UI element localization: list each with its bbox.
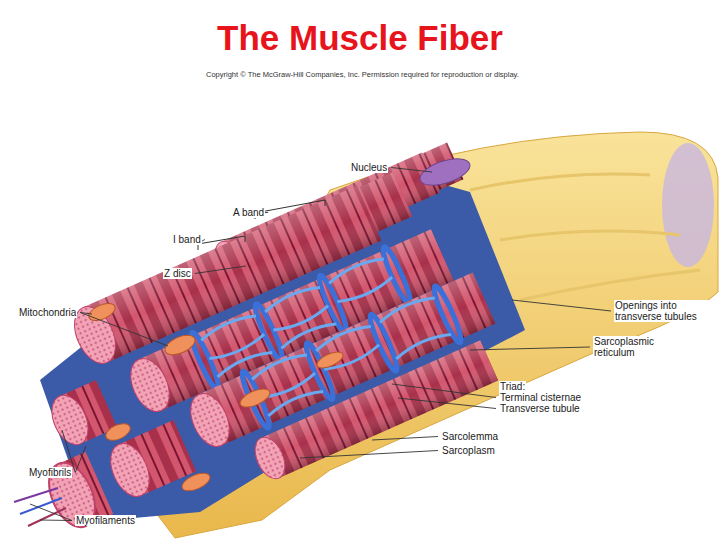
leader-line	[300, 451, 438, 459]
title: The Muscle Fiber	[0, 18, 720, 58]
copyright-note: Copyright © The McGraw-Hill Companies, I…	[205, 70, 520, 79]
part-label: Triad:	[499, 381, 526, 392]
leader-line	[392, 384, 496, 398]
leader-line	[391, 168, 432, 173]
part-label: Nucleus	[350, 162, 388, 173]
leader-line	[195, 266, 246, 274]
part-label: A band	[232, 207, 265, 218]
band-brackets	[198, 200, 325, 250]
leader-line	[75, 446, 86, 473]
part-label: Sarcolemma	[441, 431, 499, 442]
part-label: Openings into transverse tubules	[614, 300, 712, 322]
fiber-end	[662, 143, 714, 267]
nucleus	[417, 154, 473, 191]
sarcoplasm	[40, 178, 525, 522]
myofibrils	[40, 143, 498, 535]
leader-line	[40, 520, 72, 522]
part-label: I band	[172, 234, 202, 245]
mitochondria	[86, 300, 345, 495]
part-label: Myofibrils	[28, 467, 72, 478]
leader-line	[30, 504, 72, 521]
leader-line	[372, 437, 438, 441]
part-label: Transverse tubule	[499, 403, 581, 414]
part-label: Sarcoplasm	[441, 445, 496, 456]
part-label: Terminal cisternae	[499, 392, 582, 403]
part-label: Sarcoplasmic reticulum	[593, 336, 679, 358]
leader-line	[512, 300, 611, 311]
leader-line	[470, 347, 590, 350]
part-label: Z disc	[163, 268, 192, 279]
leader-line	[398, 398, 496, 409]
part-label: Myofilaments	[75, 515, 136, 526]
leader-line	[80, 313, 168, 347]
part-label: Mitochondria	[18, 307, 77, 318]
